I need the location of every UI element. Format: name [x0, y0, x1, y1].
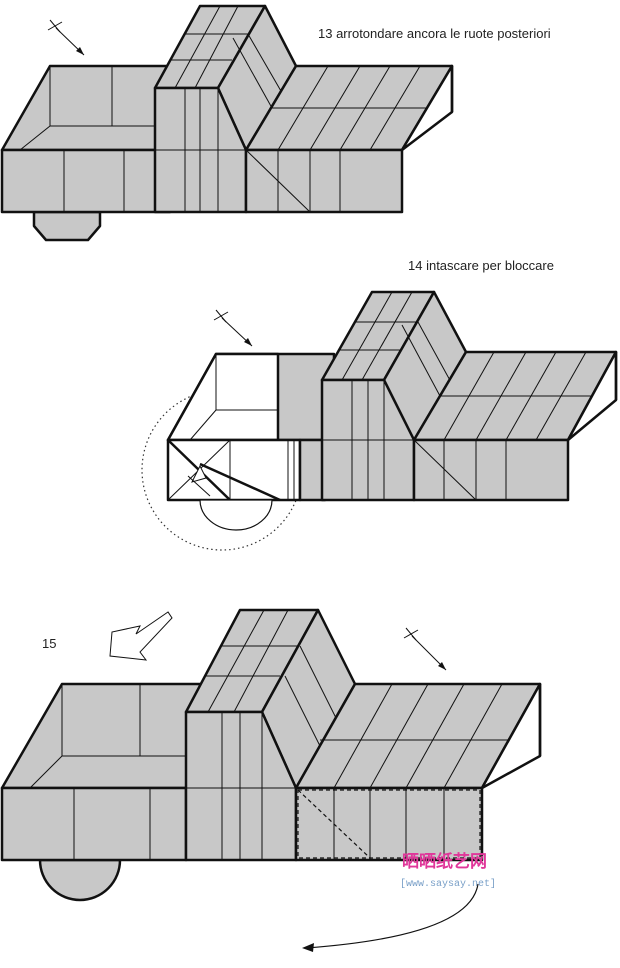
rear-wheel-13: [32, 210, 102, 242]
step-15-label: 15: [42, 636, 56, 651]
rear-wheel-15: [38, 858, 122, 902]
fold-arrow-13: [47, 19, 85, 56]
turn-over-arrow-15: [109, 611, 173, 661]
watermark-url: [www.saysay.net]: [400, 878, 496, 890]
rear-wheel-14: [199, 499, 273, 531]
watermark-cn-text: 晒晒纸艺网: [402, 851, 487, 872]
watermark: 晒晒纸艺网 [www.saysay.net]: [400, 851, 496, 890]
step-13-label: 13 arrotondare ancora le ruote posterior…: [318, 26, 551, 41]
curved-arrow-15: [305, 883, 479, 949]
fold-arrow-14: [213, 309, 253, 347]
step-14-label: 14 intascare per bloccare: [408, 258, 554, 273]
step-13-figure: [0, 4, 454, 242]
step-15-figure: [0, 608, 542, 952]
step-14-figure: [141, 290, 618, 551]
fold-arrow-15: [403, 627, 447, 671]
